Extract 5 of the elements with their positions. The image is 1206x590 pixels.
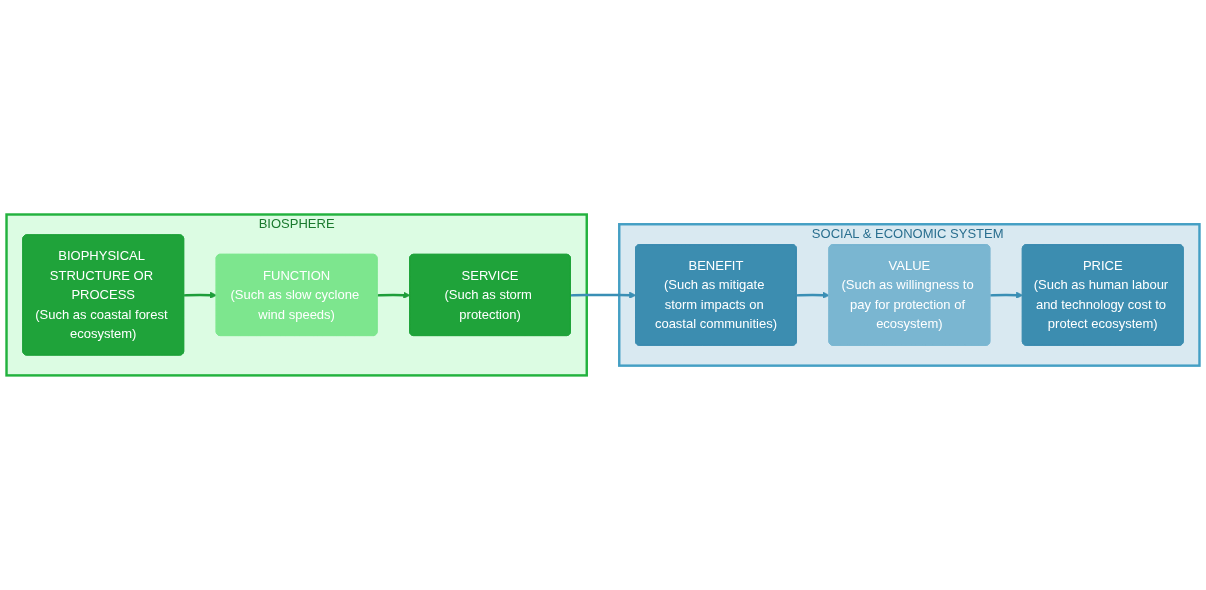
arrow (184, 291, 217, 299)
arrow (796, 291, 830, 299)
arrow (990, 291, 1024, 299)
arrow (570, 291, 637, 299)
arrow (377, 291, 411, 299)
